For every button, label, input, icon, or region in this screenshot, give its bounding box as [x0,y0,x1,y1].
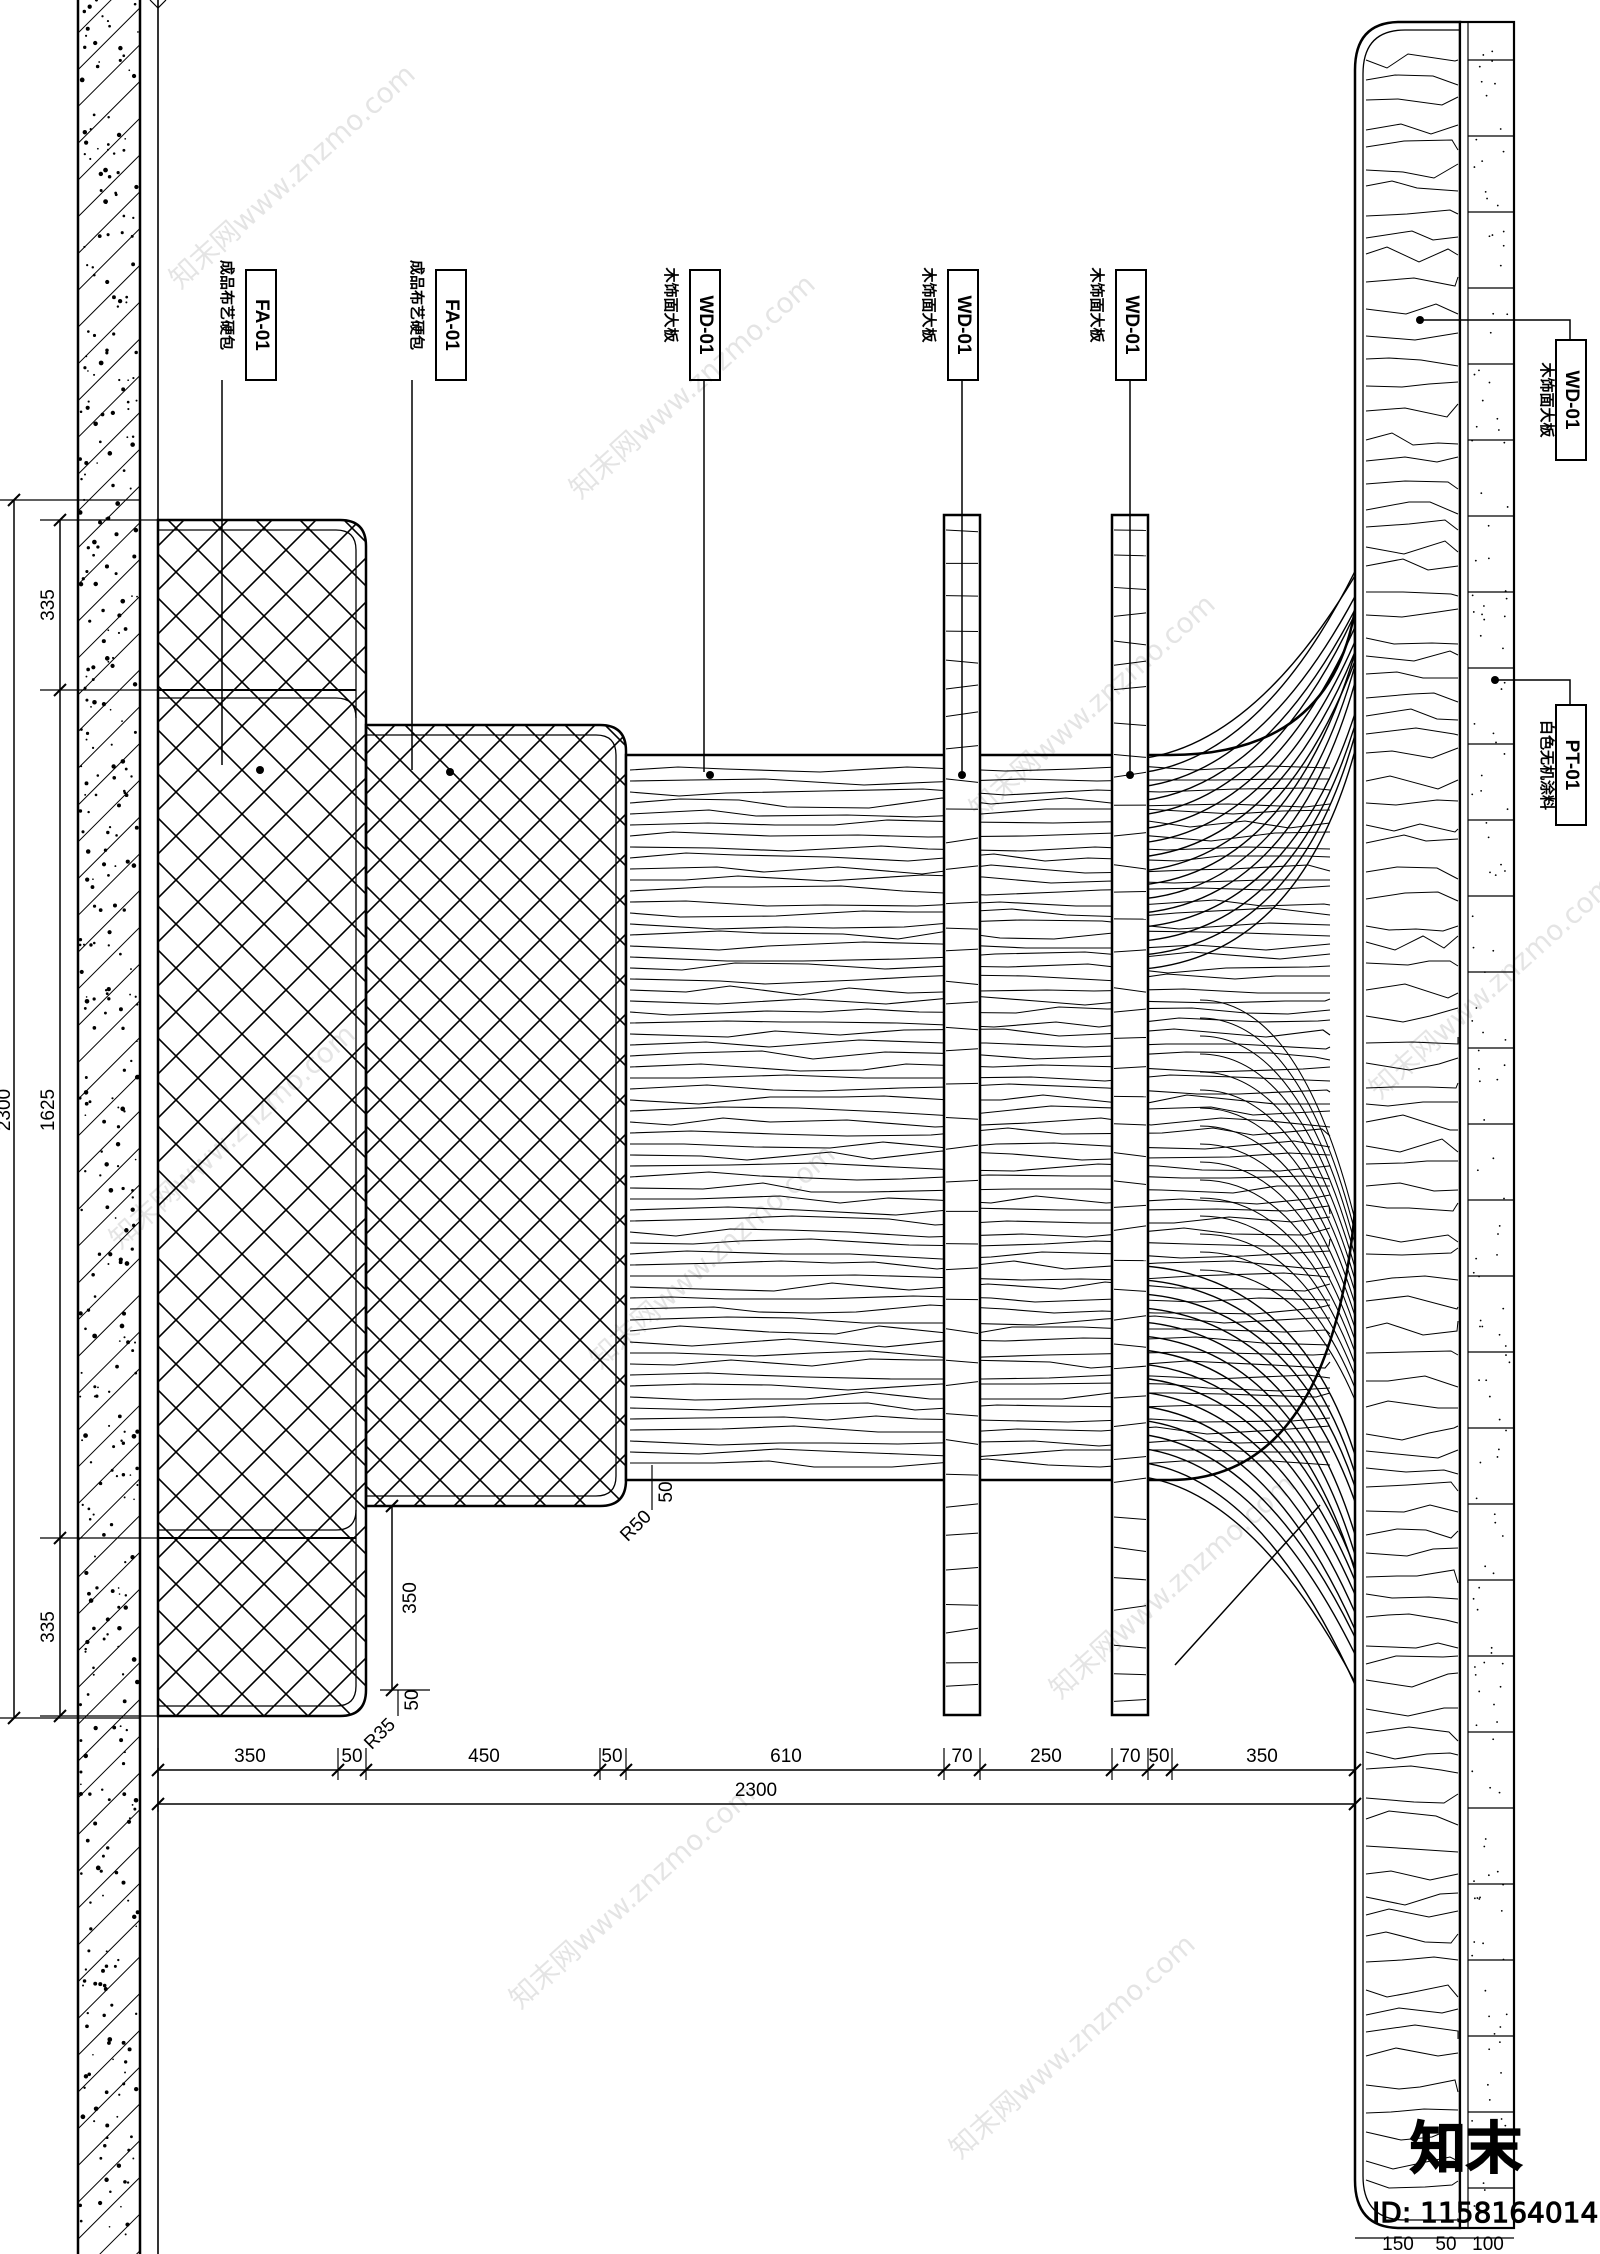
tag-code: WD-01 [953,295,974,355]
dim-w-350-a: 350 [234,1746,266,1767]
tag-wd-01-d: WD-01 木饰面大板 [1538,339,1587,461]
left-dimension-chain: 2300 335 1625 335 [0,493,158,1725]
wood-column-right [1353,20,1462,2230]
tag-note: 木饰面大板 [662,266,680,343]
tag-fa-01-b: FA-01 成品布艺硬包 [408,260,467,381]
dim-wall-50: 50 [1435,2234,1456,2254]
fin-1-grain [945,529,979,1687]
dim-w-70-b: 70 [1119,1746,1140,1767]
wood-flow-curves [1119,559,1366,1701]
brand-mark: 知末 ID: 1158164014 [1372,2116,1599,2229]
dim-wall-100: 100 [1472,2234,1504,2254]
dim-wall-150: 150 [1382,2234,1414,2254]
tag-note: 成品布艺硬包 [408,260,426,350]
dim-w-50-c: 50 [1148,1746,1169,1767]
tag-note: 白色无机涂料 [1538,720,1556,810]
leader-lines [221,316,1571,1666]
watermark: 知末网www.znzmo.com [1043,1467,1302,1705]
tag-note: 成品布艺硬包 [218,260,236,350]
tag-code: PT-01 [1561,740,1582,791]
dim-radius-50: R50 [616,1506,655,1545]
dim-total-height: 2300 [0,1089,15,1131]
dim-w-70-a: 70 [951,1746,972,1767]
watermark: 知末网www.znzmo.com [503,1777,762,2015]
step-detail-dimensions: 350 50 R50 50 R35 [360,1465,677,1754]
dim-50-a: 50 [656,1481,677,1502]
tag-code: FA-01 [251,299,272,351]
tag-note: 木饰面大板 [1088,266,1106,343]
brand-id: ID: 1158164014 [1372,2196,1598,2229]
tag-code: WD-01 [695,295,716,355]
watermark: 知末网www.znzmo.com [163,57,422,295]
dim-mid-segment: 1625 [38,1089,59,1131]
tag-pt-01: PT-01 白色无机涂料 [1538,704,1587,826]
dim-50-b: 50 [402,1689,423,1710]
wall-aggregate-dots [78,0,140,2236]
dim-top-segment: 335 [38,589,59,621]
bottom-dimension-ticks [151,1748,1362,1812]
fabric-panel-2 [364,723,628,1508]
tag-code: FA-01 [441,299,462,351]
column-grain [1365,53,1459,2189]
dim-w-50-a: 50 [341,1746,362,1767]
tag-note: 木饰面大板 [1538,361,1556,438]
dim-step-height: 350 [400,1582,421,1614]
dim-radius-35: R35 [360,1714,399,1753]
tag-code: WD-01 [1561,370,1582,430]
dim-w-50-b: 50 [601,1746,622,1767]
brand-logo: 知末 [1410,2117,1522,2182]
tag-note: 木饰面大板 [920,266,938,343]
wood-panel-main [624,559,1366,1701]
dim-w-610: 610 [770,1746,802,1767]
fabric-panel-1 [156,518,368,1718]
dim-w-total: 2300 [735,1780,777,1801]
paint-wall-strip [1458,20,1516,2230]
concrete-wall [76,0,167,2254]
tag-code: WD-01 [1121,295,1142,355]
paint-strip-joints [1468,50,1514,2207]
tag-fa-01-a: FA-01 成品布艺硬包 [218,260,277,381]
dim-w-350-b: 350 [1246,1746,1278,1767]
tag-wd-01-c: WD-01 木饰面大板 [1088,266,1147,381]
dim-w-250: 250 [1030,1746,1062,1767]
dim-w-450: 450 [468,1746,500,1767]
bottom-dimension-chain: 350 50 450 50 610 70 250 70 50 350 2300 [151,1746,1362,1812]
watermark: 知末网www.znzmo.com [943,1927,1202,2165]
dim-bottom-segment: 335 [38,1611,59,1643]
wall-segment-dimensions: 150 50 100 [1355,2234,1514,2254]
tag-wd-01-b: WD-01 木饰面大板 [920,266,979,381]
tag-wd-01-a: WD-01 木饰面大板 [662,266,721,381]
